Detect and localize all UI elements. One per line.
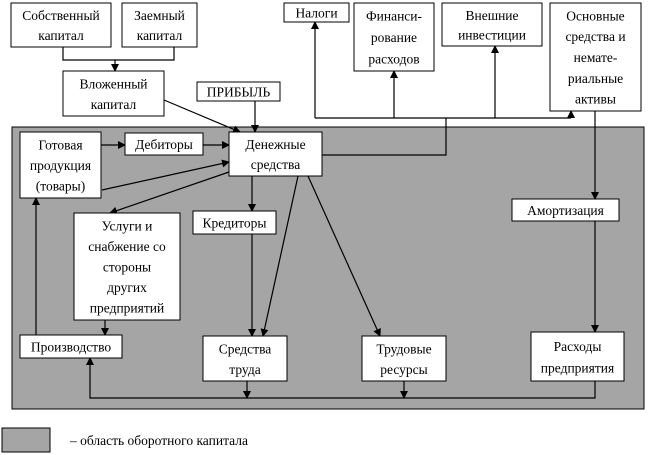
box-cash: Денежные средства xyxy=(228,131,323,177)
box-frame xyxy=(73,212,181,321)
box-label: труда xyxy=(229,362,260,377)
box-means-of-labor: Средства труда xyxy=(202,335,288,382)
box-label: рование xyxy=(371,30,417,45)
box-label: инвестиции xyxy=(458,27,526,42)
box-label: Основные xyxy=(566,8,624,23)
invested-to-cash xyxy=(163,99,241,133)
box-label: Услуги и xyxy=(102,218,153,233)
box-label: ресурсы xyxy=(380,362,427,377)
box-frame xyxy=(192,210,277,235)
box-label: других xyxy=(107,280,147,295)
box-label: Кредиторы xyxy=(203,216,267,231)
box-label: расходов xyxy=(368,51,419,66)
box-frame xyxy=(19,131,102,199)
box-enterprise-expenses: Расходы предприятия xyxy=(530,331,625,382)
box-label: средства и xyxy=(565,29,625,44)
box-creditors: Кредиторы xyxy=(192,210,277,235)
box-depreciation: Амортизация xyxy=(511,198,620,222)
box-label: Расходы xyxy=(554,339,602,354)
box-label: предприятий xyxy=(90,301,164,316)
box-frame xyxy=(353,2,435,72)
box-frame xyxy=(62,70,165,117)
box-frame xyxy=(124,132,204,156)
boxes: СобственныйкапиталЗаемныйкапиталВложенны… xyxy=(10,2,642,382)
box-taxes: Налоги xyxy=(283,2,350,23)
box-label: снабжение со xyxy=(88,239,166,254)
box-frame xyxy=(549,2,642,112)
box-label: Налоги xyxy=(295,6,337,21)
box-fixed-assets: Основные средства и немате-риальные активы xyxy=(549,2,642,112)
box-frame xyxy=(10,2,112,48)
legend-label: – область оборотного капитала xyxy=(69,433,248,448)
box-frame xyxy=(228,131,323,177)
box-label: предприятия xyxy=(541,360,614,375)
box-frame xyxy=(121,2,198,48)
box-frame xyxy=(283,2,350,23)
box-borrowed-capital: Заемный капитал xyxy=(121,2,198,48)
box-label: Средства xyxy=(219,341,272,356)
box-label: Трудовые xyxy=(376,341,431,356)
box-label: продукция xyxy=(30,158,91,173)
box-label: Денежные xyxy=(245,137,305,152)
box-label: Собственный xyxy=(22,8,100,23)
box-frame xyxy=(530,331,625,382)
box-frame xyxy=(511,198,620,222)
box-label: капитал xyxy=(137,28,183,43)
cash-to-labor xyxy=(307,175,381,337)
legend-swatch xyxy=(1,427,51,453)
box-label: риальные xyxy=(568,71,623,86)
return-to-production xyxy=(86,357,596,399)
box-profit: ПРИБЫЛЬ xyxy=(196,81,281,102)
box-label: Производство xyxy=(31,340,111,355)
box-debtors: Дебиторы xyxy=(124,132,204,156)
box-label: средства xyxy=(251,157,301,172)
box-finished-goods: Готовая продукция (товары) xyxy=(19,131,102,199)
box-label: Вложенный xyxy=(79,76,147,91)
box-external-investments: Внешние инвестиции xyxy=(441,2,543,47)
box-label: Внешние xyxy=(465,8,518,23)
box-invested-capital: Вложенный капитал xyxy=(62,70,165,117)
box-frame xyxy=(361,335,447,382)
box-label: Заемный xyxy=(134,8,185,23)
box-label: (товары) xyxy=(36,179,85,194)
box-labor-resources: Трудовые ресурсы xyxy=(361,335,447,382)
box-expense-financing: Финанси-рование расходов xyxy=(353,2,435,72)
connectors xyxy=(32,21,599,399)
cash-to-services xyxy=(109,171,230,215)
box-label: немате- xyxy=(574,50,618,65)
goods-to-cash xyxy=(101,159,230,191)
cash-outflow-line xyxy=(322,118,447,156)
box-own-capital: Собственный капитал xyxy=(10,2,112,48)
box-services-supply: Услуги и снабжение со стороны других предпри… xyxy=(73,212,181,321)
box-label: капитал xyxy=(38,28,84,43)
box-label: Амортизация xyxy=(527,203,604,218)
box-label: активы xyxy=(575,92,616,107)
cash-to-means xyxy=(260,175,299,337)
box-label: Готовая xyxy=(38,137,82,152)
box-frame xyxy=(19,334,123,359)
box-frame xyxy=(202,335,288,382)
box-label: ПРИБЫЛЬ xyxy=(207,85,271,100)
box-label: стороны xyxy=(103,260,151,275)
capital-join-line xyxy=(62,47,175,61)
box-frame xyxy=(441,2,543,47)
box-frame xyxy=(196,81,281,102)
box-production: Производство xyxy=(19,334,123,359)
box-label: Финанси- xyxy=(366,9,423,24)
box-label: капитал xyxy=(91,97,137,112)
box-label: Дебиторы xyxy=(135,137,193,152)
